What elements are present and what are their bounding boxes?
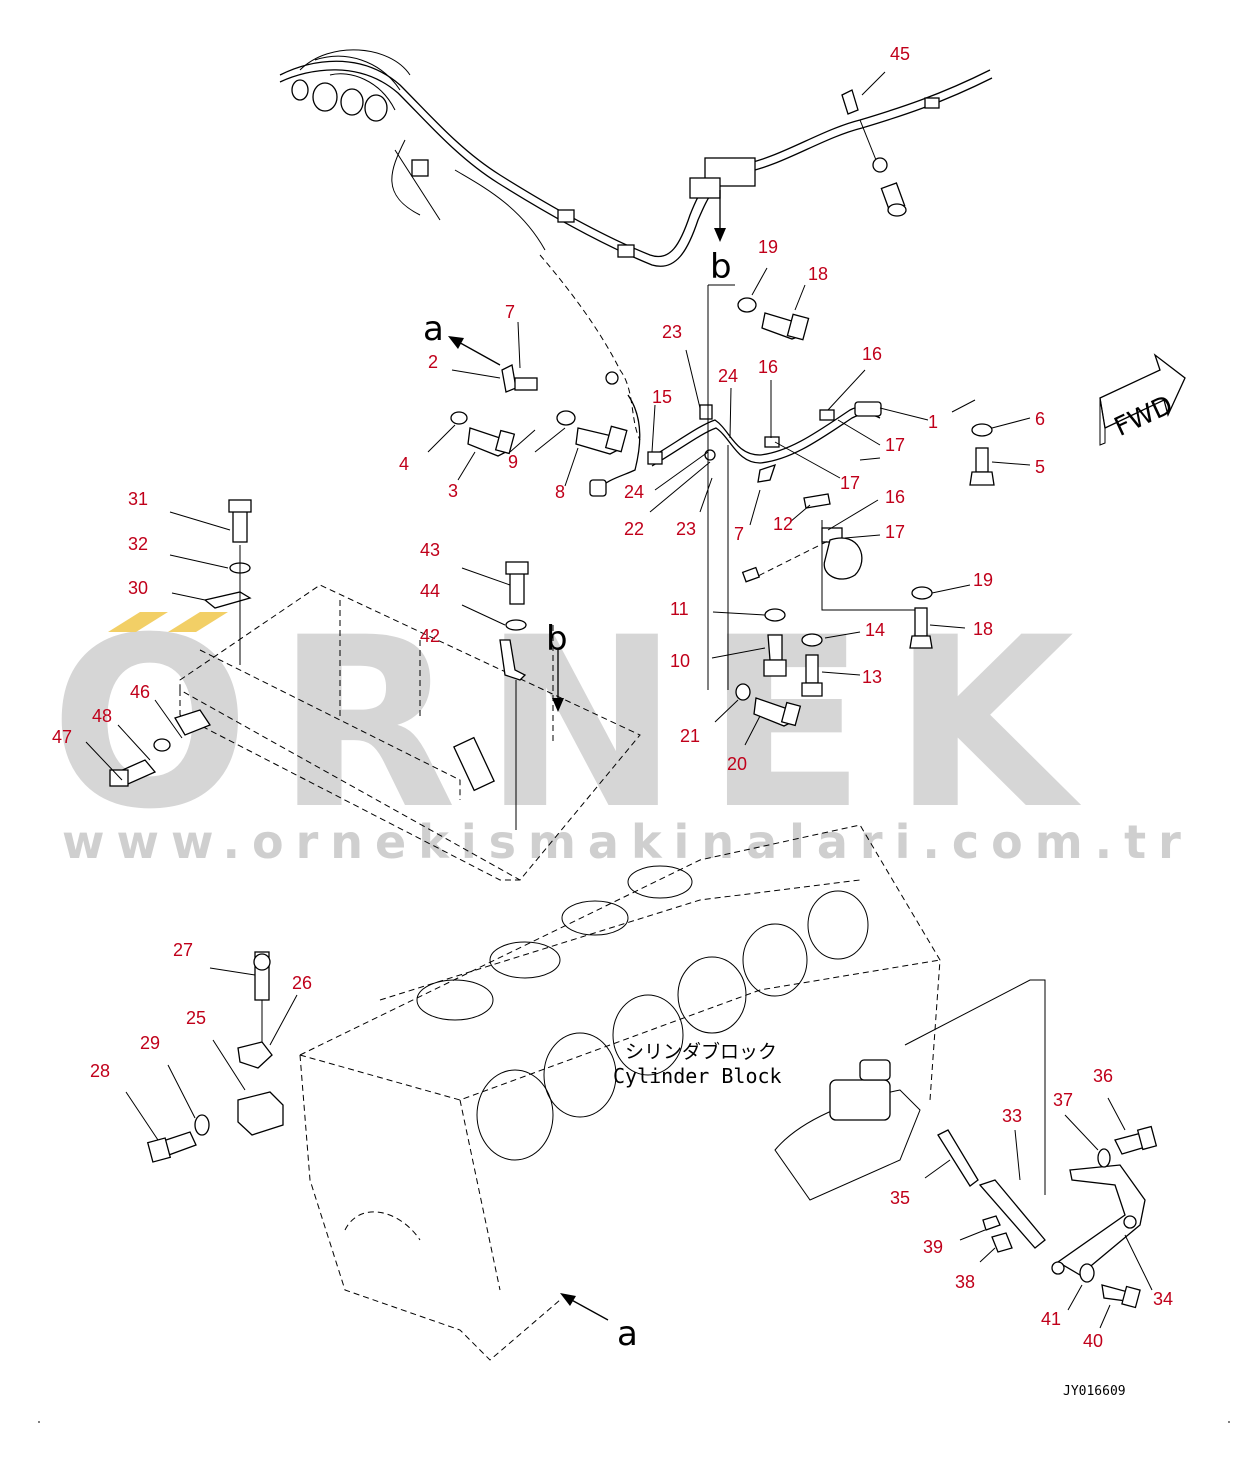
callout-42: 42 [420,626,440,646]
callout-46: 46 [130,682,150,702]
callout-12: 12 [773,514,793,534]
callout-35: 35 [890,1188,910,1208]
callout-23: 23 [676,519,696,539]
callout-11: 11 [670,599,689,619]
callout-3: 3 [448,481,458,501]
callout-4: 4 [399,454,409,474]
view-b-label-mid: b [546,619,568,659]
watermark-url: www.ornekismakinalari.com.tr [62,815,1193,869]
callout-17: 17 [840,473,860,493]
callout-22: 22 [624,519,644,539]
callout-31: 31 [128,489,148,509]
callout-25: 25 [186,1008,206,1028]
callout-41: 41 [1041,1309,1061,1329]
callout-8: 8 [555,482,565,502]
callout-13: 13 [862,667,882,687]
callout-36: 36 [1093,1066,1113,1086]
drawing-code: JY016609 [1063,1384,1126,1399]
callout-17: 17 [885,522,905,542]
callout-27: 27 [173,940,193,960]
cylinder-block [299,824,941,1361]
callout-37: 37 [1053,1090,1073,1110]
cylinder-block-label-en: Cylinder Block [613,1064,782,1088]
callout-1: 1 [928,412,938,432]
callout-23: 23 [662,322,682,342]
callout-20: 20 [727,754,747,774]
callout-43: 43 [420,540,440,560]
callout-39: 39 [923,1237,943,1257]
callout-6: 6 [1035,409,1045,429]
callout-2: 2 [428,352,438,372]
callout-26: 26 [292,973,312,993]
callout-18: 18 [808,264,828,284]
callout-34: 34 [1153,1289,1173,1309]
view-b-label-top: b [710,247,732,287]
view-a-label-top: a [423,309,444,349]
callout-32: 32 [128,534,148,554]
callout-29: 29 [140,1033,160,1053]
callout-16: 16 [885,487,905,507]
callout-47: 47 [52,727,72,747]
view-indicators: a b b a [423,190,732,1354]
callout-18: 18 [973,619,993,639]
callout-30: 30 [128,578,148,598]
callout-48: 48 [92,706,112,726]
fasteners-lower-right [904,979,1158,1309]
fwd-arrow: FWD [1099,353,1186,446]
fasteners-lower-left [146,951,284,1163]
leader-lines [85,71,1153,1329]
callout-33: 33 [1002,1106,1022,1126]
callout-40: 40 [1083,1331,1103,1351]
frame-rail [109,499,641,881]
callout-21: 21 [680,726,700,746]
watermark-accent-left [108,612,168,632]
wiring-harness [279,49,993,497]
callout-19: 19 [758,237,778,257]
callout-28: 28 [90,1061,110,1081]
callout-19: 19 [973,570,993,590]
fasteners-upper [450,297,995,727]
callout-9: 9 [508,452,518,472]
callout-16: 16 [862,344,882,364]
watermark-accent-right [168,612,228,632]
callout-15: 15 [652,387,672,407]
callout-7: 7 [734,524,744,544]
watermark-brand: ORNEK [50,588,1100,861]
callout-44: 44 [420,581,440,601]
callout-10: 10 [670,651,690,671]
sensor-harness [501,284,976,690]
callout-45: 45 [890,44,910,64]
callout-38: 38 [955,1272,975,1292]
view-a-label-bottom: a [617,1314,638,1354]
cylinder-block-label-jp: シリンダブロック [625,1040,777,1063]
callout-14: 14 [865,620,885,640]
callout-17: 17 [885,435,905,455]
callout-7: 7 [505,302,515,322]
callout-16: 16 [758,357,778,377]
callouts: 45 19 18 7 2 23 24 16 16 15 1 6 17 4 9 8… [52,44,1173,1351]
callout-5: 5 [1035,457,1045,477]
callout-24: 24 [624,482,644,502]
watermark: ORNEK www.ornekismakinalari.com.tr [50,588,1193,869]
callout-24: 24 [718,366,738,386]
